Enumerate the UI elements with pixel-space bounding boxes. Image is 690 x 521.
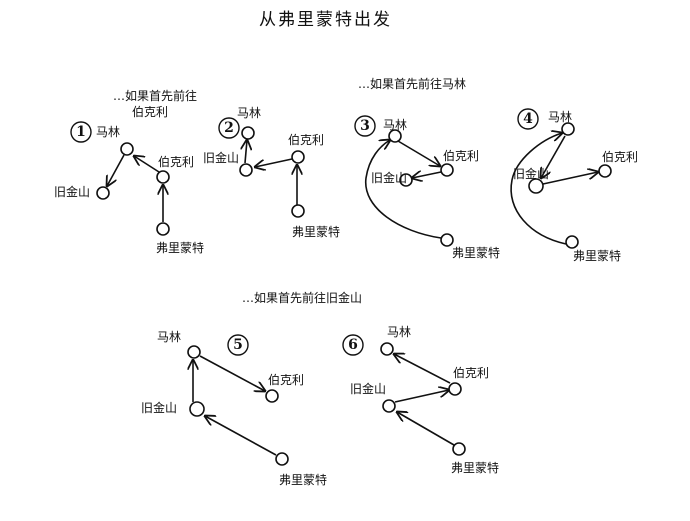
node-sf — [239, 163, 253, 177]
label-berkeley: 伯克利 — [158, 155, 195, 169]
node-berkeley — [156, 170, 170, 184]
label-marin: 马林 — [548, 110, 573, 124]
edge-marin-to-berkeley — [397, 140, 440, 166]
graph-3 — [354, 115, 454, 247]
graph-4 — [510, 108, 612, 249]
node-marin — [187, 345, 201, 359]
node-berkeley — [598, 164, 612, 178]
label-berkeley: 伯克利 — [268, 373, 305, 387]
label-marin: 马林 — [237, 106, 262, 120]
node-sf — [382, 399, 396, 413]
edge-fremont-to-marin — [510, 133, 567, 245]
graph-6 — [342, 334, 466, 456]
label-marin: 马林 — [96, 125, 121, 139]
edge-fremont-to-sf — [397, 412, 455, 446]
graph-1 — [70, 121, 170, 236]
edge-sf-to-berkeley — [542, 172, 598, 185]
section-heading-berkeley-first-line2: 伯克利 — [132, 105, 169, 119]
node-fremont — [275, 452, 289, 466]
label-sf: 旧金山 — [350, 382, 387, 396]
node-fremont — [156, 222, 170, 236]
section-heading-marin-first: …如果首先前往马林 — [358, 77, 467, 91]
graph-number-circle — [70, 121, 92, 143]
label-fremont: 弗里蒙特 — [451, 461, 500, 475]
label-fremont: 弗里蒙特 — [452, 246, 501, 260]
node-berkeley — [291, 150, 305, 164]
graph-number-circle — [517, 108, 539, 130]
node-fremont — [452, 442, 466, 456]
label-berkeley: 伯克利 — [602, 150, 639, 164]
page-title: 从弗里蒙特出发 — [259, 10, 392, 30]
node-fremont — [565, 235, 579, 249]
node-marin — [561, 122, 575, 136]
node-fremont — [291, 204, 305, 218]
edge-sf-to-marin — [245, 140, 247, 164]
node-marin — [241, 126, 255, 140]
section-heading-berkeley-first-line1: …如果首先前往 — [113, 89, 198, 103]
graph-number-circle — [227, 334, 249, 356]
graph-number-circle — [354, 115, 376, 137]
graph-2 — [218, 117, 305, 218]
node-marin — [380, 342, 394, 356]
graph-number-circle — [218, 117, 240, 139]
label-sf: 旧金山 — [141, 401, 178, 415]
label-sf: 旧金山 — [513, 167, 550, 181]
graph-number-3: 3 — [360, 118, 370, 134]
node-marin — [120, 142, 134, 156]
graph-number-4: 4 — [523, 111, 533, 127]
node-sf — [96, 186, 110, 200]
label-sf: 旧金山 — [371, 171, 408, 185]
node-fremont — [440, 233, 454, 247]
label-sf: 旧金山 — [203, 151, 240, 165]
node-berkeley — [265, 389, 279, 403]
graph-number-1: 1 — [76, 124, 86, 140]
node-sf — [189, 401, 205, 417]
graph-number-6: 6 — [348, 337, 358, 353]
node-sf — [399, 173, 413, 187]
label-fremont: 弗里蒙特 — [573, 249, 622, 263]
section-heading-sf-first: …如果首先前往旧金山 — [242, 291, 363, 305]
edge-marin-to-berkeley — [199, 355, 265, 391]
label-fremont: 弗里蒙特 — [292, 225, 341, 239]
label-berkeley: 伯克利 — [443, 149, 480, 163]
label-fremont: 弗里蒙特 — [279, 473, 328, 487]
edge-berkeley-to-sf — [412, 172, 442, 178]
edge-berkeley-to-marin — [394, 354, 451, 384]
node-berkeley — [440, 163, 454, 177]
label-berkeley: 伯克利 — [288, 133, 325, 147]
edge-sf-to-berkeley — [394, 390, 449, 403]
edge-fremont-to-marin — [365, 140, 442, 239]
label-marin: 马林 — [383, 118, 408, 132]
edge-marin-to-sf — [541, 135, 566, 178]
node-sf — [528, 178, 544, 194]
node-marin — [388, 129, 402, 143]
graph-number-5: 5 — [233, 337, 243, 353]
label-berkeley: 伯克利 — [453, 366, 490, 380]
node-berkeley — [448, 382, 462, 396]
graph-number-2: 2 — [224, 120, 234, 136]
label-marin: 马林 — [157, 330, 182, 344]
graph-number-circle — [342, 334, 364, 356]
edge-fremont-to-sf — [205, 416, 277, 456]
label-sf: 旧金山 — [54, 185, 91, 199]
edge-berkeley-to-marin — [134, 156, 160, 173]
graph-5 — [187, 334, 289, 466]
label-fremont: 弗里蒙特 — [156, 241, 205, 255]
edge-berkeley-to-sf — [255, 158, 293, 167]
label-marin: 马林 — [387, 325, 412, 339]
edge-marin-to-sf — [107, 154, 125, 186]
